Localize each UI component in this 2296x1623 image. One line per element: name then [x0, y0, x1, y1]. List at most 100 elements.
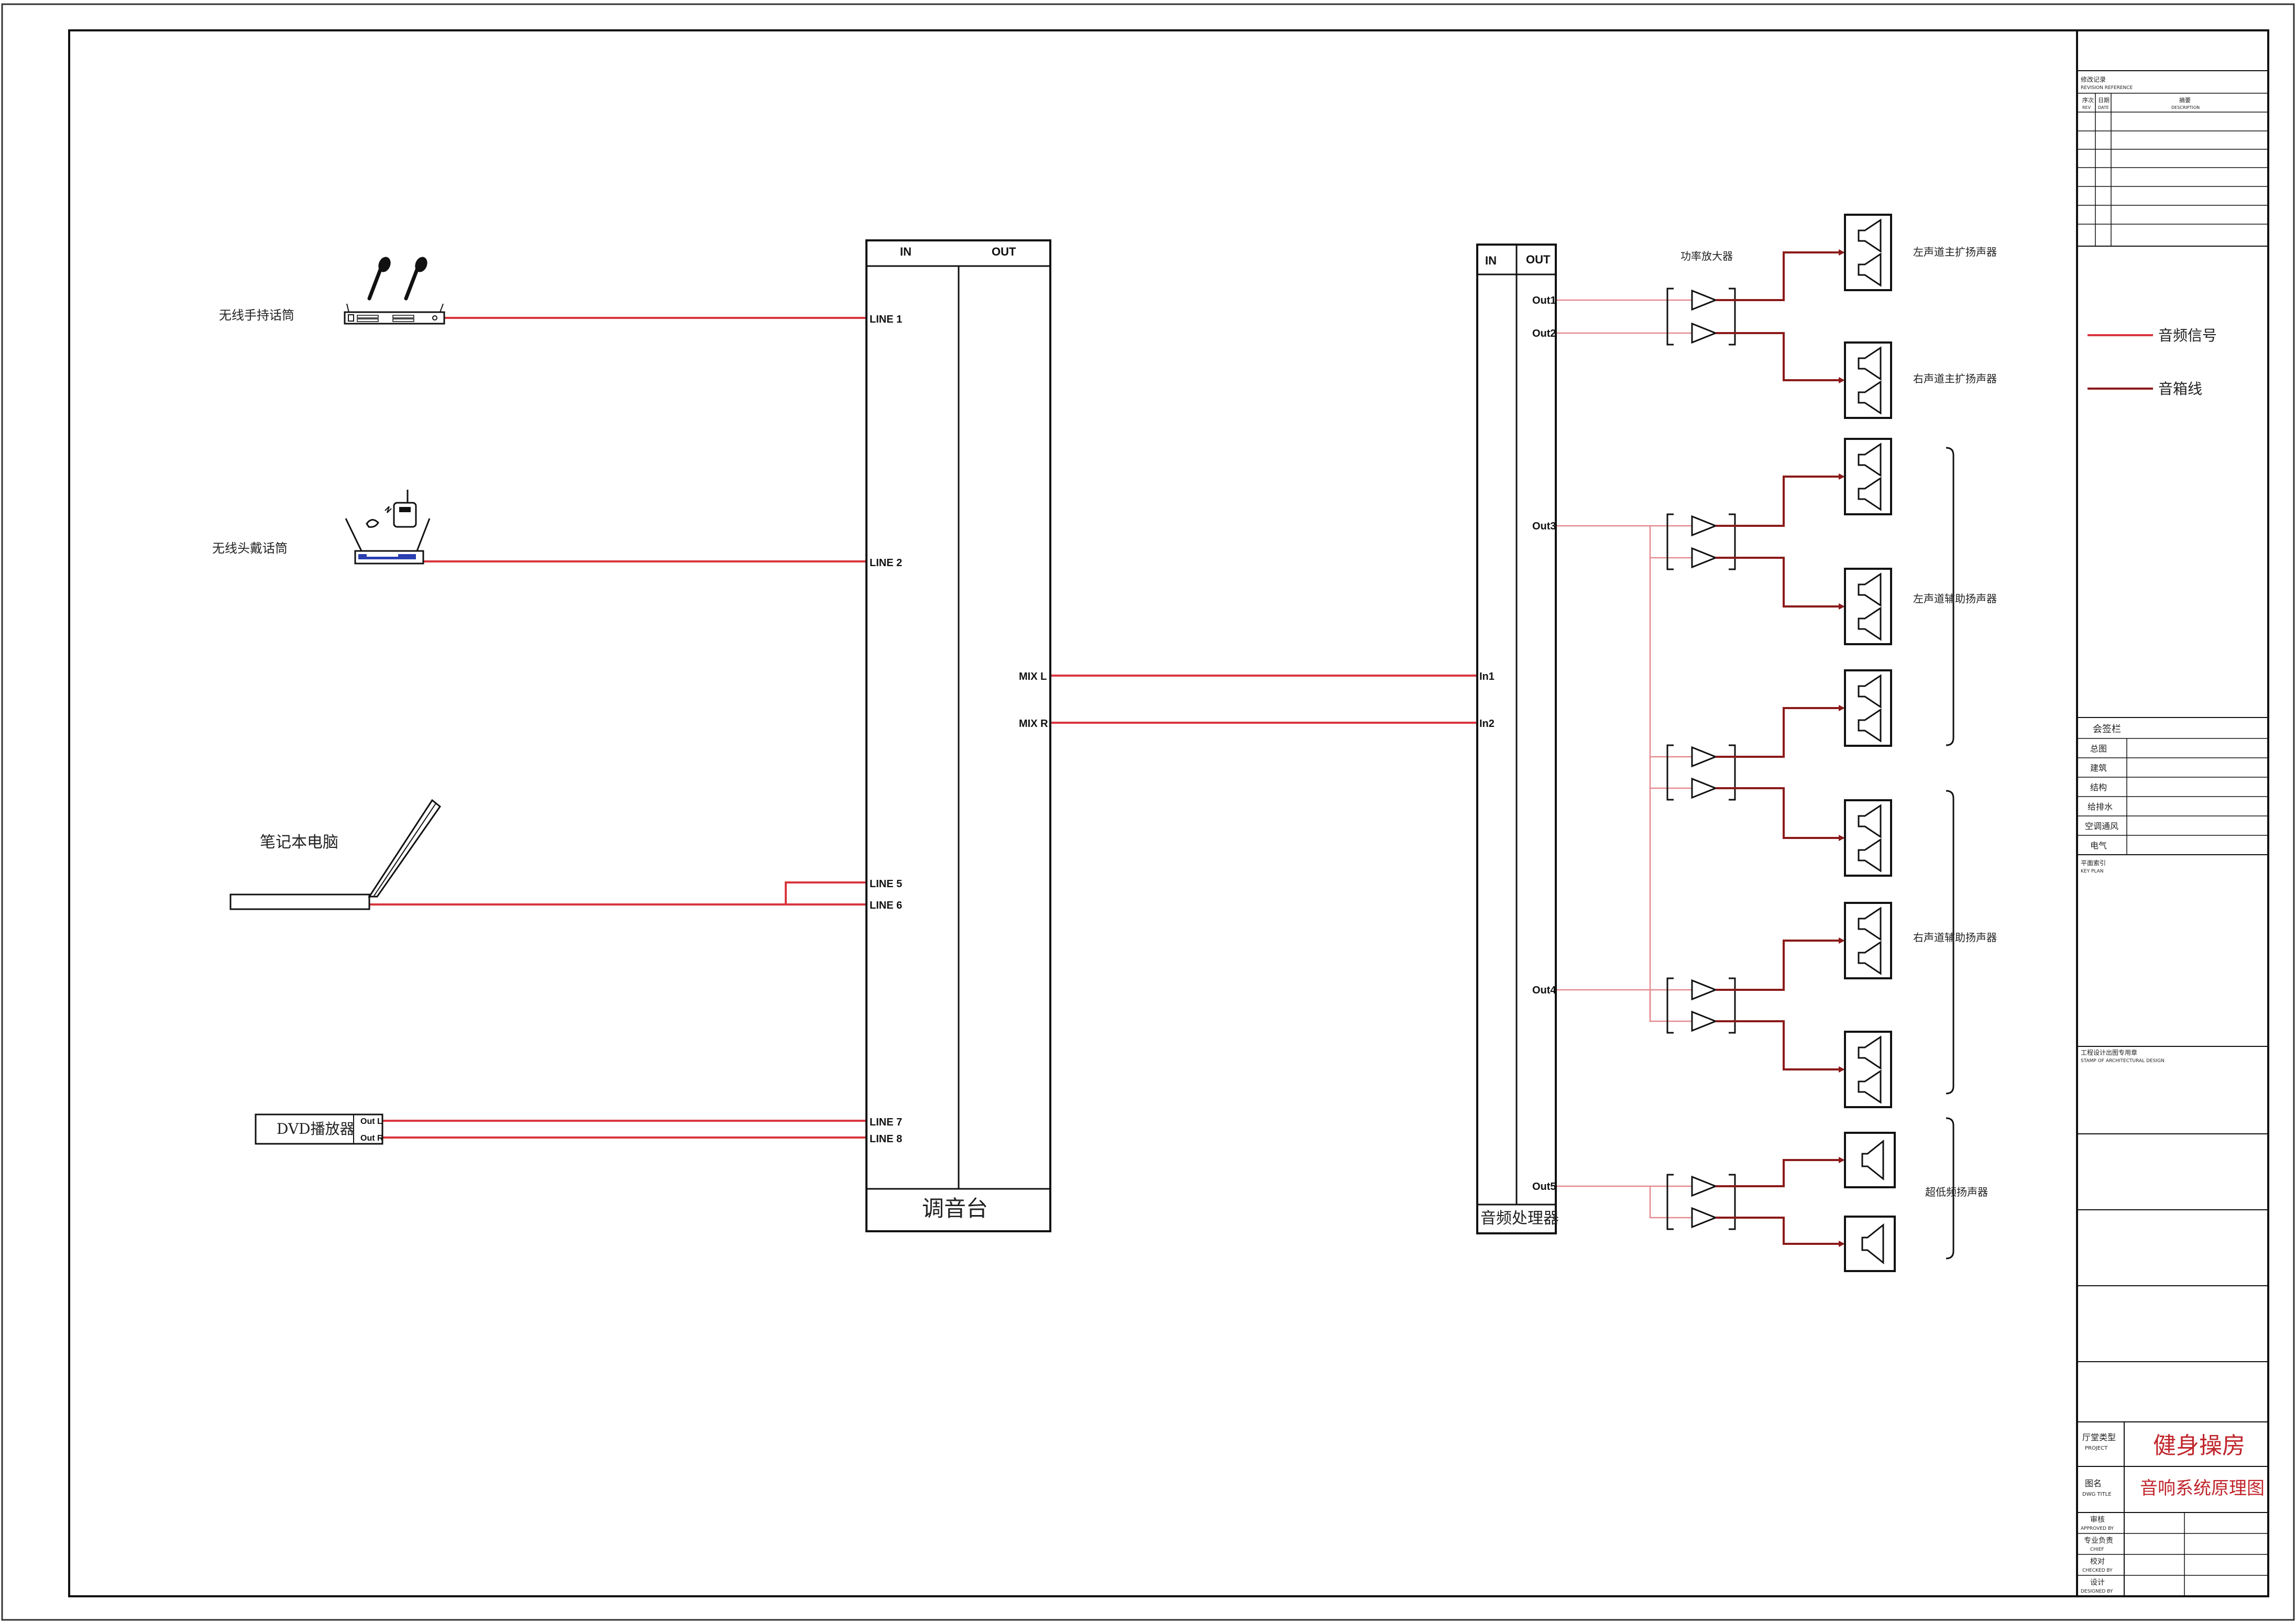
approval-checked-en: CHECKED BY — [2082, 1568, 2113, 1573]
processor-input-in2: In2 — [1479, 718, 1495, 730]
subwoofer-icon — [1844, 1216, 1896, 1272]
project-label-en: PROJECT — [2085, 1445, 2108, 1451]
speaker-driver — [1858, 674, 1882, 709]
mixer-title: 调音台 — [922, 1196, 988, 1221]
speaker-driver — [1858, 572, 1882, 607]
amplifier-icon — [1691, 746, 1718, 768]
stamp-cn: 工程设计出图专用章 — [2081, 1048, 2137, 1056]
speaker-group-right-main: 右声道主扩扬声器 — [1913, 372, 1997, 385]
amplifier-icon — [1691, 1207, 1718, 1229]
approval-approved-en: APPROVED BY — [2081, 1526, 2114, 1531]
bracket-right — [1729, 1174, 1736, 1230]
bracket-left — [1666, 744, 1674, 801]
speaker-cables — [1737, 251, 1839, 1245]
amplifier-pair — [1666, 977, 1737, 1034]
speaker-driver — [1858, 346, 1882, 381]
speaker-icon — [1844, 669, 1892, 747]
subwoofer-icon — [1844, 1132, 1896, 1188]
speaker-group-braces — [1946, 447, 1954, 1260]
speaker-driver — [1858, 838, 1882, 873]
rev-col-date: 日期 — [2098, 97, 2110, 104]
mixer: IN OUT LINE 1 LINE 2 LINE 5 LINE 6 LINE … — [865, 239, 1051, 1232]
processor-in-header: IN — [1485, 254, 1497, 267]
amplifier-pair — [1666, 288, 1737, 346]
legend-speaker-cable: 音箱线 — [2158, 380, 2202, 398]
speaker-icon — [1844, 214, 1892, 291]
dvd-out-l: Out L — [360, 1117, 382, 1126]
subwoofer-driver — [1861, 1223, 1884, 1265]
rev-col-rev: 序次 — [2082, 96, 2094, 104]
speaker-cabinet — [1844, 341, 1892, 419]
amplifier-icon — [1691, 777, 1718, 799]
microphone-icon — [367, 257, 391, 301]
outer-frame — [1, 3, 2295, 1621]
speaker-driver — [1858, 252, 1882, 287]
speaker-cabinet — [1844, 902, 1892, 979]
processor-output-out4: Out4 — [1532, 985, 1556, 996]
speaker-group-left-aux: 左声道辅助扬声器 — [1913, 592, 1997, 605]
speaker-group-right-aux: 右声道辅助扬声器 — [1913, 931, 1997, 944]
processor-output-out2: Out2 — [1532, 328, 1556, 339]
signal-lines — [369, 317, 1477, 1139]
bracket-left — [1666, 977, 1674, 1034]
speaker-driver — [1858, 477, 1882, 511]
bracket-left — [1666, 288, 1674, 346]
bracket-right — [1729, 977, 1736, 1034]
drawing-title: 音响系统原理图 — [2140, 1478, 2265, 1499]
mixer-input-line7: LINE 7 — [870, 1117, 902, 1128]
approval-chief: 专业负责 — [2084, 1537, 2113, 1545]
bracket-right — [1729, 513, 1736, 570]
speaker-icon — [1844, 438, 1892, 515]
speaker-cabinet — [1844, 1031, 1892, 1108]
speaker-driver — [1858, 380, 1882, 415]
mixer-in-header: IN — [900, 245, 911, 258]
mixer-input-line6: LINE 6 — [870, 900, 902, 911]
amplifier-pair — [1666, 744, 1737, 801]
mixer-input-line1: LINE 1 — [870, 314, 902, 325]
project-label-cn: 厅堂类型 — [2082, 1432, 2116, 1442]
headset-mic-label: 无线头戴话筒 — [212, 541, 288, 556]
arrow-heads — [1839, 249, 1845, 1247]
title-block — [2076, 30, 2269, 1596]
speakers — [1844, 214, 1896, 1272]
handheld-mic-label: 无线手持话筒 — [219, 308, 294, 323]
amplifier-icon — [1691, 322, 1718, 344]
rev-col-desc: 摘要 — [2179, 96, 2191, 104]
mixer-input-line8: LINE 8 — [870, 1133, 902, 1145]
microphone-icon-2 — [404, 257, 427, 301]
mixer-out-header: OUT — [992, 245, 1016, 258]
drawing-frame — [68, 29, 2269, 1597]
mixer-output-mixr: MIX R — [1019, 718, 1048, 730]
drawing-label-en: DWG TITLE — [2082, 1492, 2112, 1497]
speaker-driver — [1858, 1069, 1882, 1104]
speaker-icon — [1844, 341, 1892, 419]
bracket-left — [1666, 513, 1674, 570]
headset-icon — [366, 506, 392, 528]
laptop-label: 笔记本电脑 — [260, 833, 338, 852]
amplifier-icon — [1691, 1010, 1718, 1032]
bracket-right — [1729, 744, 1736, 801]
rev-col-rev-en: REV — [2082, 105, 2091, 110]
approval-designed-en: DESIGNED BY — [2081, 1589, 2113, 1594]
amplifier-icon — [1691, 547, 1718, 569]
speaker-driver — [1858, 443, 1882, 477]
processor-out-header: OUT — [1526, 253, 1551, 266]
processor-output-out5: Out5 — [1532, 1181, 1556, 1193]
speaker-icon — [1844, 568, 1892, 645]
wireless-handheld-mic: 无线手持话筒 — [219, 257, 445, 325]
mixer-input-line5: LINE 5 — [870, 878, 902, 890]
signoff-row-1: 总图 — [2090, 744, 2107, 754]
signoff-row-3: 结构 — [2090, 782, 2107, 792]
power-amplifiers — [1666, 288, 1737, 1230]
processor-input-in1: In1 — [1479, 671, 1495, 682]
wireless-headset-mic: 无线头戴话筒 — [212, 490, 431, 565]
revision-header-en: REVISION REFERENCE — [2081, 85, 2133, 91]
dvd-label: DVD播放器 — [277, 1120, 355, 1138]
speaker-driver — [1858, 708, 1882, 743]
speaker-group-subwoofer: 超低频扬声器 — [1925, 1186, 1988, 1198]
speaker-cabinet — [1844, 438, 1892, 515]
signoff-row-4: 给排水 — [2088, 802, 2113, 812]
laptop: 笔记本电脑 — [229, 799, 442, 910]
speaker-driver — [1858, 1035, 1882, 1070]
